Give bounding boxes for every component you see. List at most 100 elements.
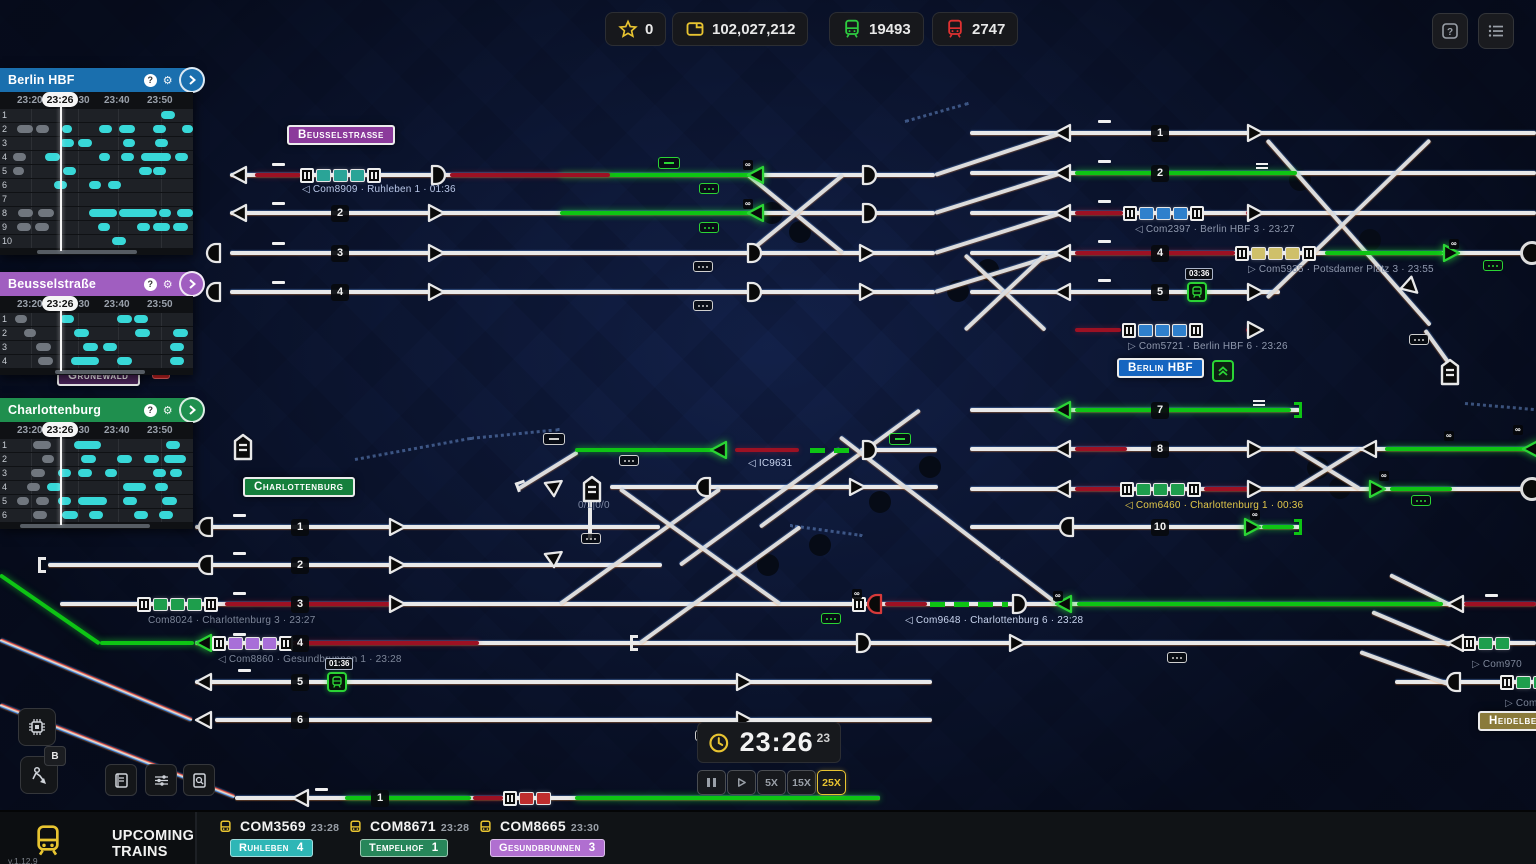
signal-dome-right[interactable] [851,632,873,654]
panel-help-icon[interactable]: ? [143,277,157,291]
signal-tri-right[interactable] [426,281,448,303]
signal-tri-left[interactable] [1051,438,1073,460]
station-stop-icon[interactable] [327,672,347,692]
train[interactable] [503,790,551,806]
speed-25x-button[interactable]: 25X [817,770,846,795]
signal-tri-left[interactable] [289,787,311,809]
timetable-row[interactable]: 1 [0,439,193,452]
signal-dome-left[interactable] [694,476,716,498]
panel-header[interactable]: Charlottenburg?⚙× [0,397,205,423]
train[interactable] [1122,322,1203,338]
play-button[interactable] [727,770,756,795]
panel-help-icon[interactable]: ? [143,73,157,87]
speed-5x-button[interactable]: 5X [757,770,786,795]
signal-dome-right[interactable] [857,439,879,461]
signal-tri-right[interactable] [387,516,409,538]
station-label[interactable]: Charlottenburg [243,477,355,497]
signal-tri-left[interactable] [1357,438,1379,460]
timetable-row[interactable]: 3 [0,467,193,480]
timetable-row[interactable]: 5 [0,495,193,508]
signal-tri-left[interactable] [1051,122,1073,144]
signal-tri-right[interactable] [1367,478,1389,500]
signal-tri-right[interactable] [857,281,879,303]
panel-scrollbar[interactable] [37,250,137,254]
signal-tri-left[interactable] [744,202,766,224]
signal-tri-right[interactable] [1242,516,1264,538]
signal-tri-left[interactable] [1444,593,1466,615]
panel-expand-button[interactable] [179,397,205,423]
panel-expand-button[interactable] [179,67,205,93]
signal-tri-left[interactable] [1051,202,1073,224]
train[interactable] [1462,635,1510,651]
signal-dome-right[interactable] [742,281,764,303]
signal-dome-right[interactable] [742,242,764,264]
signal-tri-right[interactable] [541,541,572,572]
gear-icon[interactable]: ⚙ [162,404,173,417]
timetable-row[interactable]: 9 [0,221,193,234]
signal-tri-right[interactable] [1245,122,1267,144]
station-label[interactable]: Berlin HBF [1117,358,1205,378]
signal-dome-left[interactable] [865,593,887,615]
timetable-row[interactable]: 4 [0,355,193,368]
contracts-button[interactable] [183,764,215,796]
signal-tri-right[interactable] [1245,319,1267,341]
timetable-row[interactable]: 5 [0,165,193,178]
menu-button[interactable] [1478,13,1514,49]
depot-icon[interactable] [1438,358,1462,391]
timetable-row[interactable]: 3 [0,137,193,150]
signal-dome-left[interactable] [196,554,218,576]
timetable-row[interactable]: 1 [0,109,193,122]
train[interactable] [1235,245,1316,261]
signal-tri-left[interactable] [744,164,766,186]
timetable-row[interactable]: 4 [0,481,193,494]
signal-dome-left[interactable] [196,516,218,538]
train[interactable] [137,596,218,612]
signal-tri-left[interactable] [1051,478,1073,500]
panel-header[interactable]: Beusselstraße?⚙× [0,271,205,297]
signal-dome-left[interactable] [204,242,226,264]
journal-button[interactable] [105,764,137,796]
signal-tri-left[interactable] [1519,438,1536,460]
signal-dome-right[interactable] [857,164,879,186]
train[interactable] [1120,481,1201,497]
pause-button[interactable] [697,770,726,795]
signal-tri-left[interactable] [192,632,214,654]
collapse-station-button[interactable] [1212,360,1234,382]
signal-dome-left[interactable] [204,281,226,303]
panel-header[interactable]: Berlin HBF?⚙× [0,67,205,93]
help-button[interactable]: ? [1432,13,1468,49]
signal-tri-right[interactable] [1245,478,1267,500]
signal-dome-left[interactable] [1057,516,1079,538]
station-label[interactable]: Beusselstraße [287,125,395,145]
train[interactable] [1500,674,1536,690]
station-label[interactable]: Heidelberg [1478,711,1536,731]
signal-tri-right[interactable] [734,671,756,693]
signal-tri-left[interactable] [227,164,249,186]
signal-tri-left[interactable] [1052,593,1074,615]
timetable-row[interactable]: 2 [0,123,193,136]
gear-icon[interactable]: ⚙ [162,74,173,87]
timetable-row[interactable]: 3 [0,341,193,354]
signal-tri-left[interactable] [1051,281,1073,303]
signal-dome-left[interactable] [1444,671,1466,693]
train[interactable] [1123,205,1204,221]
panel-scrollbar[interactable] [20,524,150,528]
signal-tri-right[interactable] [541,470,572,501]
speed-15x-button[interactable]: 15X [787,770,816,795]
signal-tri-left[interactable] [1051,162,1073,184]
signal-tri-right[interactable] [1396,272,1427,303]
panel-expand-button[interactable] [179,271,205,297]
panel-help-icon[interactable]: ? [143,403,157,417]
signal-tri-left[interactable] [1051,399,1073,421]
signal-tri-left[interactable] [227,202,249,224]
signal-dome-right[interactable] [426,164,448,186]
timetable-row[interactable]: 8 [0,207,193,220]
depot-icon[interactable] [231,433,255,466]
timetable-row[interactable]: 2 [0,453,193,466]
gear-icon[interactable]: ⚙ [162,278,173,291]
depot-icon[interactable] [580,475,604,508]
train[interactable] [300,167,381,183]
